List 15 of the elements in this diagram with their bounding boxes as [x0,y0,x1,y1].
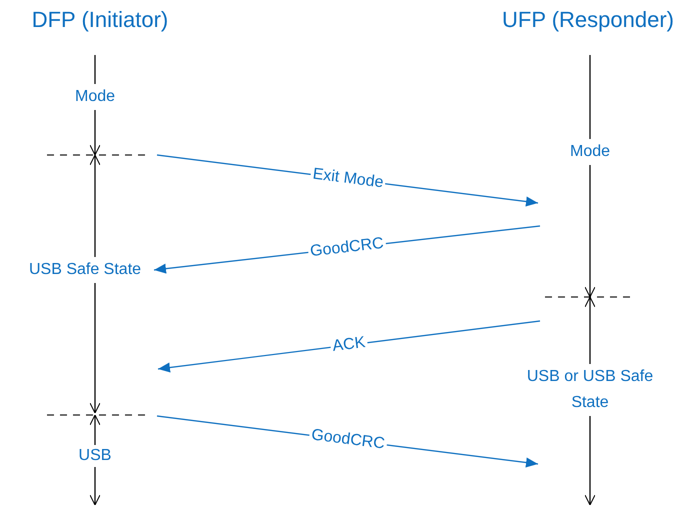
participant-heading: DFP (Initiator) [8,4,192,36]
state-label: USB or USB Safe State [508,366,672,414]
lifeline-arrow [90,414,100,445]
lifeline-arrow [584,296,596,364]
lifeline-arrow [90,154,100,257]
lifeline-arrow [584,416,596,506]
lifeline-arrow [584,165,596,298]
state-label: Mode [60,86,130,108]
state-label: USB Safe State [18,259,152,281]
state-label: Mode [555,141,625,163]
state-label: USB [75,447,115,465]
participant-heading: UFP (Responder) [484,4,692,36]
lifeline-arrow [90,283,100,414]
lifeline-arrow [90,467,100,506]
lifeline-arrow [90,110,100,156]
